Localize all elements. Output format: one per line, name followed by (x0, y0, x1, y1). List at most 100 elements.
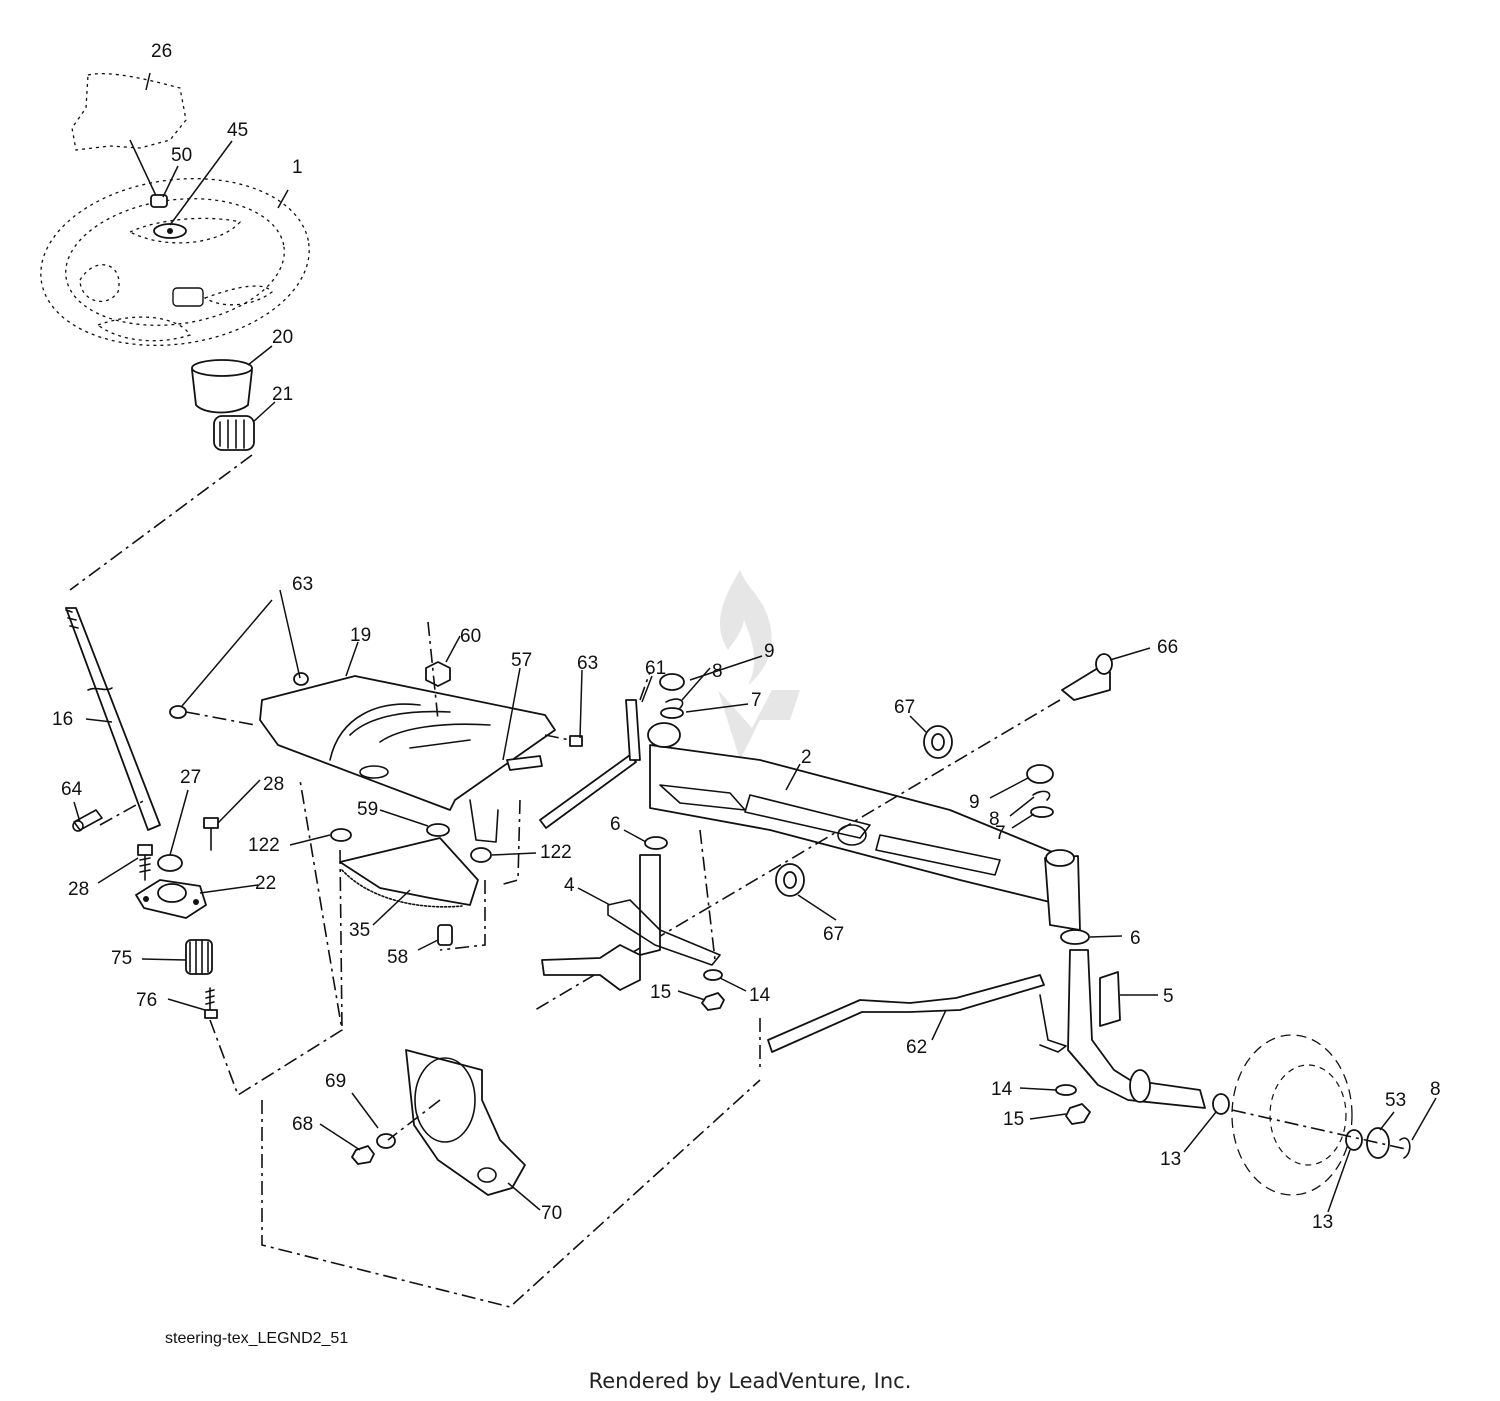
pinion-gear (185, 939, 213, 975)
screw (204, 987, 218, 1019)
callout-122: 122 (248, 835, 280, 856)
callout-21: 21 (272, 384, 294, 405)
axle-cap (1026, 764, 1054, 784)
callout-69: 69 (325, 1071, 347, 1092)
callout-2: 2 (801, 747, 812, 768)
render-credit-text: Rendered by LeadVenture, Inc. (588, 1369, 912, 1393)
callout-14: 14 (991, 1079, 1013, 1100)
callout-67: 67 (894, 697, 916, 718)
callout-9: 9 (764, 641, 775, 662)
drawing-id-label: steering-tex_LEGND2_51 (165, 1330, 349, 1347)
callout-16: 16 (52, 709, 74, 730)
washer (426, 823, 450, 837)
callout-59: 59 (357, 799, 379, 820)
washer (157, 854, 183, 872)
washer (1030, 806, 1054, 818)
callout-28: 28 (68, 879, 90, 900)
callout-6: 6 (1130, 928, 1141, 949)
retaining-clip (1032, 790, 1051, 801)
bushing (470, 847, 492, 863)
hub-cap (1366, 1127, 1390, 1159)
pivot-bolt-66 (1061, 653, 1113, 701)
flange-nut (425, 621, 451, 721)
spacer (923, 725, 953, 759)
callout-5: 5 (1163, 986, 1174, 1007)
bolt (203, 817, 219, 851)
splined-bushing (213, 415, 255, 451)
callout-8: 8 (989, 809, 1000, 830)
cap-nut (150, 194, 168, 208)
left-spindle (541, 854, 721, 991)
callout-75: 75 (111, 948, 133, 969)
tie-rod (767, 974, 1067, 1053)
callout-62: 62 (906, 1037, 928, 1058)
callout-58: 58 (387, 947, 409, 968)
front-axle (647, 722, 1081, 931)
steering-shaft (65, 607, 161, 831)
callout-7: 7 (751, 690, 762, 711)
mount-plate (405, 1049, 526, 1196)
pivot-bolt (506, 755, 543, 771)
callout-61: 61 (645, 658, 667, 679)
callout-67: 67 (823, 924, 845, 945)
washer (644, 836, 668, 850)
callout-60: 60 (460, 626, 482, 647)
callout-1: 1 (292, 157, 303, 178)
drag-link (539, 699, 641, 829)
callout-50: 50 (171, 145, 193, 166)
callout-8: 8 (1430, 1079, 1441, 1100)
callout-45: 45 (227, 120, 249, 141)
steering-wheel-cover (71, 73, 187, 201)
callout-66: 66 (1157, 637, 1179, 658)
callout-64: 64 (61, 779, 83, 800)
callout-122: 122 (540, 842, 572, 863)
callout-28: 28 (263, 774, 285, 795)
callout-27: 27 (180, 767, 202, 788)
leader-lines (73, 72, 1437, 1213)
retaining-clip (665, 698, 684, 709)
steering-wheel (40, 178, 310, 346)
bolt (137, 844, 153, 881)
washer (703, 969, 723, 981)
callout-53: 53 (1385, 1090, 1407, 1111)
callout-13: 13 (1160, 1149, 1182, 1170)
callout-70: 70 (541, 1203, 563, 1224)
callout-35: 35 (349, 920, 371, 941)
nut (701, 992, 725, 1011)
watermark-logo-icon (718, 570, 800, 760)
nut (1065, 1103, 1091, 1125)
washer (660, 707, 684, 719)
wheel-adapter (191, 359, 253, 414)
wheel-cap (153, 223, 187, 239)
cotter-pin (72, 809, 103, 832)
callout-63: 63 (577, 653, 599, 674)
front-wheel (1231, 1034, 1353, 1196)
screw (169, 705, 256, 726)
callout-19: 19 (350, 625, 372, 646)
screw (544, 734, 583, 747)
axle-cap (659, 673, 685, 691)
callout-20: 20 (272, 327, 294, 348)
callout-15: 15 (1003, 1109, 1025, 1130)
callout-63: 63 (292, 574, 314, 595)
sector-gear (339, 837, 479, 908)
callout-13: 13 (1312, 1212, 1334, 1233)
callout-57: 57 (511, 650, 533, 671)
callout-4: 4 (564, 875, 575, 896)
washer (1055, 1084, 1077, 1096)
bolt (351, 1145, 375, 1165)
callout-8: 8 (712, 661, 723, 682)
washer (1345, 1129, 1363, 1151)
callout-26: 26 (151, 41, 173, 62)
right-spindle (1067, 949, 1206, 1109)
retaining-ring (1399, 1137, 1411, 1159)
callout-22: 22 (255, 873, 277, 894)
shoulder-bolt (437, 924, 453, 946)
bushing (330, 828, 352, 842)
callout-14: 14 (749, 985, 771, 1006)
spacer (775, 863, 805, 897)
callout-15: 15 (650, 982, 672, 1003)
flange-bearing (135, 879, 207, 919)
callout-68: 68 (292, 1114, 314, 1135)
